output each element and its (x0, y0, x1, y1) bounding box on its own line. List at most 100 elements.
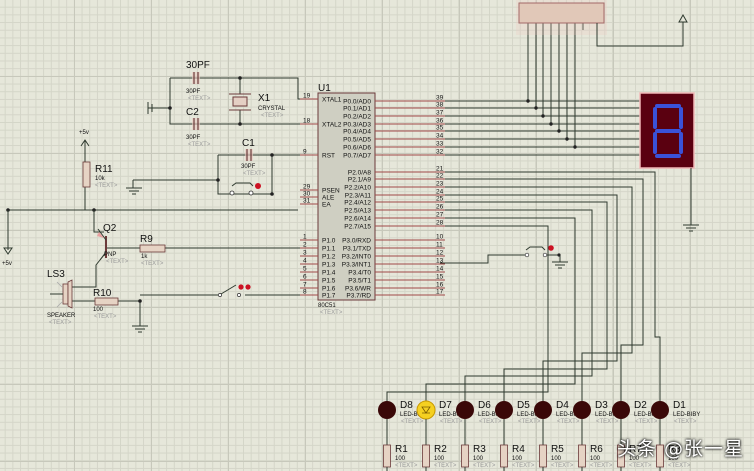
mcu-pin-p12[interactable]: 3P1.2 (300, 250, 336, 261)
pin-number: 30 (303, 191, 311, 198)
capacitor-c1[interactable]: C1 30PF <TEXT> (241, 138, 266, 177)
seven-segment-display[interactable] (639, 92, 695, 169)
led-body (651, 401, 669, 419)
mcu-pin-p13[interactable]: 4P1.3 (300, 258, 336, 269)
resistor-r10[interactable]: R10 100 <TEXT> (93, 288, 119, 320)
mcu-pin-p14[interactable]: 5P1.4 (300, 266, 336, 277)
pin-name: P1.4 (322, 269, 336, 276)
crystal-x1[interactable]: X1 CRYSTAL <TEXT> (229, 93, 286, 119)
led-lit-body (416, 400, 436, 420)
transistor-q2[interactable]: Q2 PNP <TEXT> (97, 223, 129, 265)
power-terminal-right[interactable] (678, 13, 688, 23)
reset-button[interactable] (229, 182, 261, 196)
p2-led-wire (445, 178, 644, 402)
pin-number: 24 (436, 189, 444, 196)
p2-led-wire (445, 186, 633, 402)
resistor-value: 100 (668, 456, 679, 462)
resistor-r11[interactable]: R11 10k <TEXT> (82, 161, 118, 189)
mcu-80c51[interactable]: U1 19XTAL118XTAL29RST29PSEN30ALE31EA1P1.… (300, 83, 445, 316)
speaker-ls3[interactable]: LS3 SPEAKER <TEXT> (47, 269, 76, 326)
pin-name: P2.6/A14 (344, 215, 371, 222)
p2-led-wire (445, 201, 608, 402)
toggle-switch-p17[interactable] (218, 284, 251, 297)
int0-button[interactable] (524, 245, 554, 258)
led-text: <TEXT> (479, 419, 502, 425)
pin-number: 35 (436, 125, 444, 132)
p2-led-wire (386, 225, 549, 402)
pin-name: P1.6 (322, 285, 336, 292)
pin-number: 1 (303, 234, 307, 241)
pin-name: P2.7/A15 (344, 223, 371, 230)
capacitor-c2[interactable]: C2 30PF <TEXT> (186, 107, 211, 148)
led-body (534, 401, 552, 419)
resistor-ref: R8 (668, 444, 681, 455)
pin-name: P3.6/WR (345, 285, 371, 292)
cap-top-value: 30PF (186, 89, 201, 95)
mcu-pin-p17[interactable]: 8P1.7 (300, 289, 336, 300)
pin-number: 19 (303, 93, 311, 100)
power-terminal-top[interactable]: +5v (79, 130, 90, 154)
mcu-pin-p11[interactable]: 2P1.1 (300, 242, 336, 253)
resistor-ref: R6 (590, 444, 603, 455)
pin-number: 33 (436, 141, 444, 148)
display-module-header[interactable] (516, 0, 607, 35)
pin-name: P0.0/AD0 (343, 98, 371, 105)
mcu-pin-p15[interactable]: 6P1.5 (300, 274, 336, 285)
mcu-pin-p16[interactable]: 7P1.6 (300, 282, 336, 293)
resistor-value: 100 (590, 456, 601, 462)
junction-dot (534, 106, 538, 110)
resistor-body (383, 444, 391, 468)
mcu-pin-p10[interactable]: 1P1.0 (300, 234, 336, 245)
power-terminal-left[interactable]: +5v (2, 247, 13, 267)
resistor-r9[interactable]: R9 1k <TEXT> (139, 234, 166, 267)
capacitor-30pf[interactable]: 30PF 30PF <TEXT> (186, 60, 211, 102)
